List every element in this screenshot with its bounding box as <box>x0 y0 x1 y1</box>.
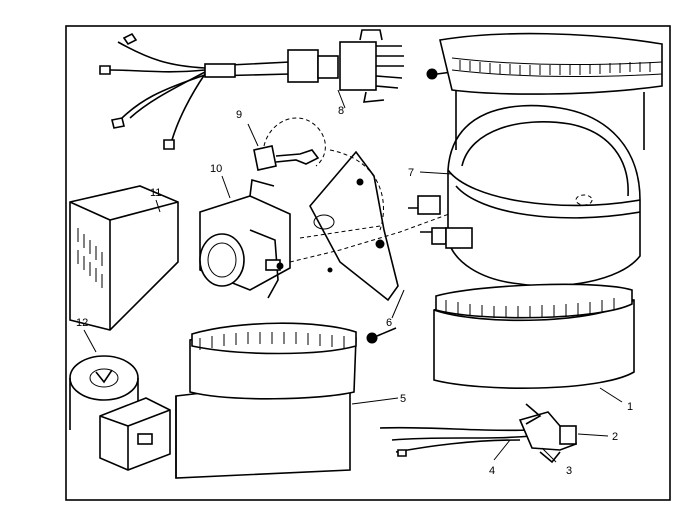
part-12-blower-fan <box>69 355 171 471</box>
part-8-wire-harness <box>99 29 404 150</box>
part-9-switch <box>253 117 326 171</box>
leader-lines <box>83 89 623 463</box>
callout-6: 6 <box>386 317 392 329</box>
diagram-frame <box>65 25 671 501</box>
screws <box>276 68 453 344</box>
callout-4: 4 <box>489 465 495 477</box>
callout-3: 3 <box>566 465 572 477</box>
part-11-box-cover <box>69 185 179 331</box>
part-5-duct-elbow <box>175 322 357 479</box>
callout-7: 7 <box>408 167 414 179</box>
callout-1: 1 <box>627 401 633 413</box>
callout-labels: 1 2 3 4 5 6 7 8 9 10 11 12 <box>76 105 633 477</box>
callout-2: 2 <box>612 431 618 443</box>
part-1-lower-sleeve <box>433 283 635 389</box>
part-10-timer-motor <box>199 178 291 299</box>
callout-8: 8 <box>338 105 344 117</box>
part-7-dome-hood <box>447 104 641 287</box>
callout-10: 10 <box>210 163 222 175</box>
callout-5: 5 <box>400 393 406 405</box>
mounting-bracket <box>289 149 461 302</box>
part-2-sensor-assembly <box>379 403 577 464</box>
callout-12: 12 <box>76 317 88 329</box>
thermostat-clips <box>408 195 473 249</box>
upper-sleeve <box>439 32 663 150</box>
callout-9: 9 <box>236 109 242 121</box>
callout-11: 11 <box>150 187 161 199</box>
